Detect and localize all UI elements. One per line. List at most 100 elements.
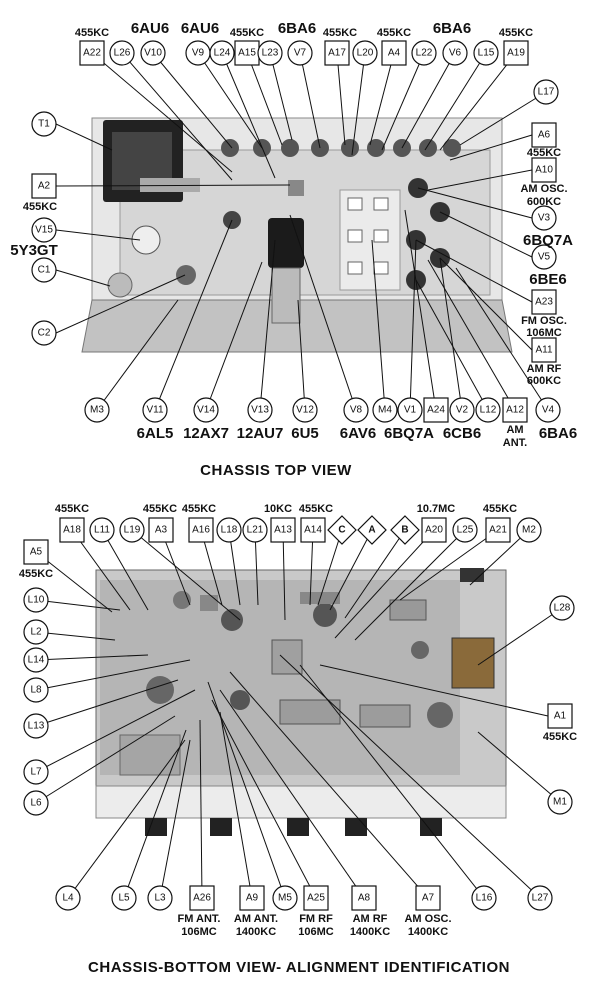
a19-freq: 455KC <box>499 27 533 39</box>
marker-A14-label: A14 <box>304 525 322 536</box>
marker-B-label: B <box>401 525 408 536</box>
leader-lines <box>35 52 563 899</box>
a7-note2: 1400KC <box>408 926 448 938</box>
a13-freq-2: 455KC <box>299 503 333 515</box>
a8-note2: 1400KC <box>350 926 390 938</box>
marker-A5 <box>23 539 49 565</box>
marker-L7-label: L7 <box>30 767 42 778</box>
marker-A17 <box>324 40 350 66</box>
marker-A19 <box>503 40 529 66</box>
marker-V8-label: V8 <box>350 405 363 416</box>
a23-note2: 106MC <box>526 327 562 339</box>
marker-M3 <box>84 397 110 423</box>
marker-M2-label: M2 <box>522 525 536 536</box>
top-view-markers: A22 L26 V10 V9 L24 A15 L23 V7 A17 L20 A4… <box>31 40 561 423</box>
marker-V2-label: V2 <box>456 405 469 416</box>
marker-L18 <box>216 517 242 543</box>
marker-V12 <box>292 397 318 423</box>
marker-L26-label: L26 <box>114 48 131 59</box>
marker-A6 <box>531 122 557 148</box>
marker-L13-label: L13 <box>28 721 45 732</box>
a10-note1: AM OSC. <box>520 183 567 195</box>
marker-A18 <box>59 517 85 543</box>
marker-L19-label: L19 <box>124 525 141 536</box>
v4-tube: 6BA6 <box>539 425 577 442</box>
bottom-view-values: 455KC 455KC 455KC 10KC 455KC 10.7MC 455K… <box>19 503 577 938</box>
top-view-caption: CHASSIS TOP VIEW <box>200 462 352 479</box>
marker-L16-label: L16 <box>476 893 493 904</box>
marker-L5 <box>111 885 137 911</box>
marker-A9-label: A9 <box>246 893 259 904</box>
marker-A7-label: A7 <box>422 893 435 904</box>
marker-L2-label: L2 <box>30 627 42 638</box>
marker-A18-label: A18 <box>63 525 81 536</box>
marker-A12 <box>502 397 528 423</box>
marker-L11 <box>89 517 115 543</box>
a1-freq: 455KC <box>543 731 577 743</box>
marker-V15-label: V15 <box>35 225 53 236</box>
marker-V7 <box>287 40 313 66</box>
marker-B <box>390 515 420 545</box>
marker-A10-label: A10 <box>535 165 553 176</box>
a26-note2: 106MC <box>181 926 217 938</box>
marker-L14 <box>23 647 49 673</box>
v7-tube: 6BA6 <box>278 20 316 37</box>
marker-L11-label: L11 <box>94 525 110 536</box>
a23-note1: FM OSC. <box>521 315 567 327</box>
marker-V10-label: V10 <box>144 48 162 59</box>
marker-L20-label: L20 <box>357 48 374 59</box>
marker-M1 <box>547 789 573 815</box>
a8-note1: AM RF <box>353 913 388 925</box>
marker-L24 <box>209 40 235 66</box>
marker-A8 <box>351 885 377 911</box>
marker-V9-label: V9 <box>192 48 205 59</box>
marker-M4 <box>372 397 398 423</box>
a6-freq: 455KC <box>527 147 561 159</box>
bottom-chassis-photo <box>95 568 507 836</box>
v12-tube: 6U5 <box>291 425 319 442</box>
a20-freq: 10.7MC <box>417 503 456 515</box>
marker-V7-label: V7 <box>294 48 307 59</box>
a3-freq-1: 455KC <box>143 503 177 515</box>
marker-A24-label: A24 <box>427 405 445 416</box>
v5-tube: 6BE6 <box>529 271 567 288</box>
marker-V13-label: V13 <box>251 405 269 416</box>
marker-A-diamond <box>357 515 387 545</box>
a12-note1: AM <box>506 424 523 436</box>
marker-L15-label: L15 <box>478 48 495 59</box>
v13-tube: 12AU7 <box>237 425 284 442</box>
marker-A16 <box>188 517 214 543</box>
marker-V4-label: V4 <box>542 405 555 416</box>
marker-V6 <box>442 40 468 66</box>
marker-L20 <box>352 40 378 66</box>
marker-A26 <box>189 885 215 911</box>
a10-note2: 600KC <box>527 196 561 208</box>
marker-A21 <box>485 517 511 543</box>
marker-L8 <box>23 677 49 703</box>
v10-tube: 6AU6 <box>131 20 169 37</box>
marker-A7 <box>415 885 441 911</box>
v1-tube: 6BQ7A <box>384 425 434 442</box>
marker-L17-label: L17 <box>538 87 555 98</box>
marker-L6-label: L6 <box>30 798 42 809</box>
marker-A-label: A <box>368 525 375 536</box>
marker-L10 <box>23 587 49 613</box>
marker-L10-label: L10 <box>28 595 45 606</box>
marker-L22-label: L22 <box>416 48 433 59</box>
marker-A12-label: A12 <box>506 405 524 416</box>
marker-V1-label: V1 <box>404 405 417 416</box>
marker-A4-label: A4 <box>388 48 401 59</box>
marker-A15 <box>234 40 260 66</box>
marker-L28 <box>549 595 575 621</box>
marker-L6 <box>23 790 49 816</box>
marker-C1 <box>31 257 57 283</box>
a21-freq: 455KC <box>483 503 517 515</box>
v6-tube: 6BA6 <box>433 20 471 37</box>
marker-L19 <box>119 517 145 543</box>
a11-note1: AM RF <box>527 363 562 375</box>
v11-tube: 6AL5 <box>137 425 174 442</box>
a5-freq: 455KC <box>19 568 53 580</box>
marker-V15 <box>31 217 57 243</box>
